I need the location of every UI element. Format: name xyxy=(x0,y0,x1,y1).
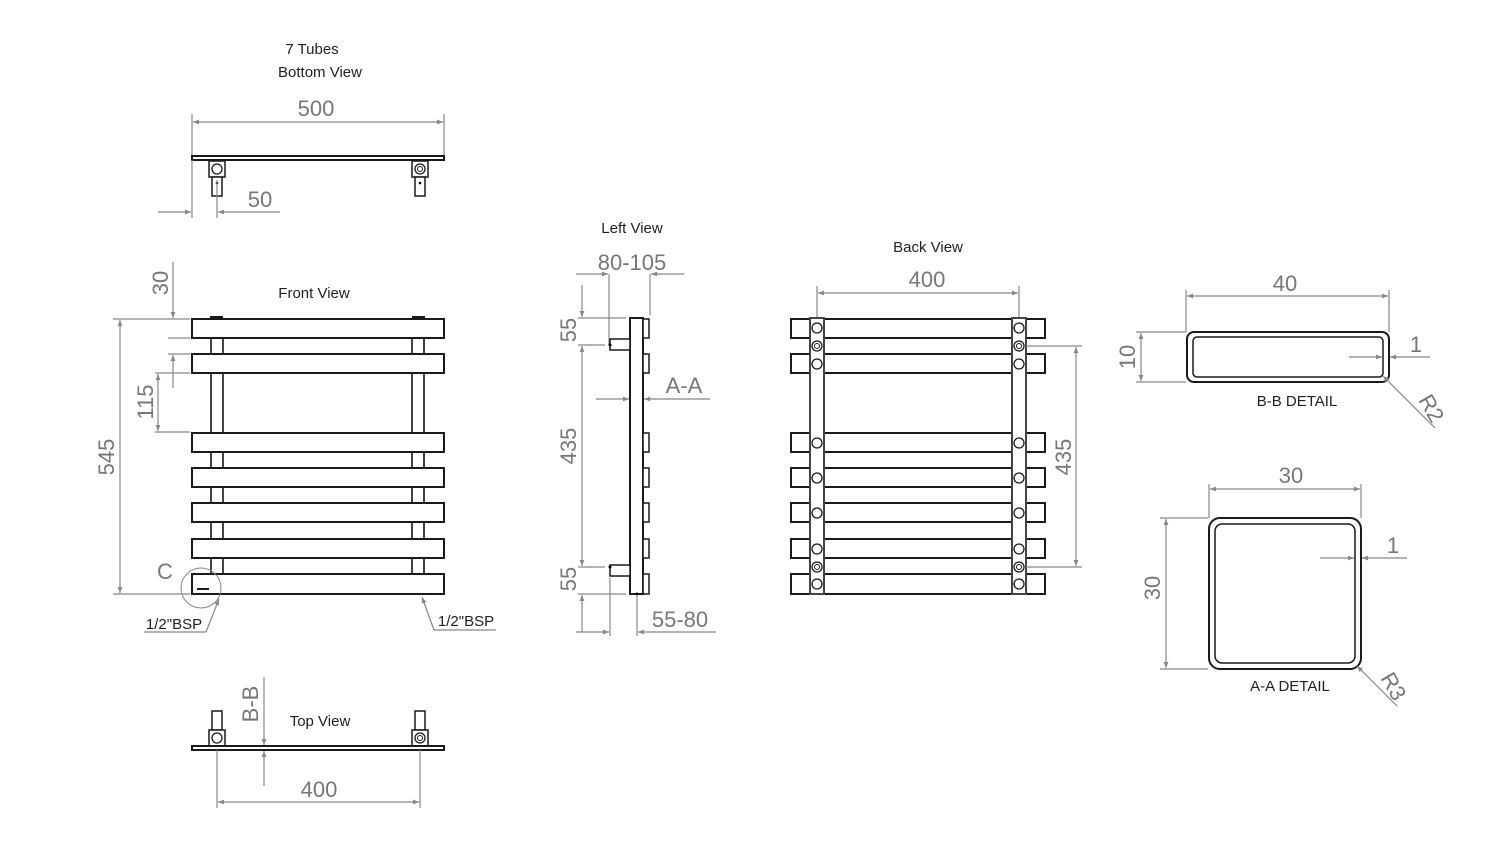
tube xyxy=(191,318,445,339)
left-bottom-offset-dim: 55 xyxy=(556,567,581,591)
front-spacing-dim: 115 xyxy=(133,384,158,419)
front-view-title: Front View xyxy=(278,285,350,302)
back-centres-dim: 435 xyxy=(1051,439,1076,476)
top-width-dim: 400 xyxy=(301,777,338,802)
left-centres-dim: 435 xyxy=(556,428,581,465)
detail-c-marker: C xyxy=(157,559,173,584)
bottom-offset-dim: 50 xyxy=(248,187,272,212)
left-wall-depth-dim: 55-80 xyxy=(652,607,708,632)
front-height-dim: 545 xyxy=(94,439,119,476)
left-view-title: Left View xyxy=(601,220,663,237)
bb-wall-dim: 1 xyxy=(1410,332,1422,357)
bottom-view: 7 Tubes Bottom View 500 50 xyxy=(158,41,445,218)
tube xyxy=(191,538,445,559)
aa-height-dim: 30 xyxy=(1140,576,1165,600)
bb-detail-title: B-B DETAIL xyxy=(1257,393,1338,410)
bb-detail: 40 10 1 R2 B-B DETAIL xyxy=(1115,271,1450,429)
tube xyxy=(191,353,445,374)
bsp-label-right: 1/2"BSP xyxy=(438,613,494,630)
bottom-width-dim: 500 xyxy=(298,96,335,121)
left-view: Left View 80-105 A-A 55 435 55 xyxy=(556,220,716,636)
back-width-dim: 400 xyxy=(909,267,946,292)
bottom-view-title: Bottom View xyxy=(278,64,362,81)
aa-detail-title: A-A DETAIL xyxy=(1250,678,1330,695)
tube xyxy=(191,502,445,523)
top-view-title: Top View xyxy=(290,713,351,730)
bb-radius-dim: R2 xyxy=(1414,390,1450,427)
section-aa-marker: A-A xyxy=(666,373,703,398)
left-depth-dim: 80-105 xyxy=(598,250,667,275)
tube xyxy=(191,432,445,453)
section-bb-marker: B-B xyxy=(238,686,263,723)
aa-width-dim: 30 xyxy=(1279,463,1303,488)
left-top-offset-dim: 55 xyxy=(556,318,581,342)
front-gap-dim: 30 xyxy=(148,271,173,295)
aa-detail: 30 30 1 R3 A-A DETAIL xyxy=(1140,463,1412,707)
back-view: Back View 400 435 xyxy=(790,239,1082,595)
aa-wall-dim: 1 xyxy=(1387,533,1399,558)
tube-count-label: 7 Tubes xyxy=(285,41,338,58)
tube xyxy=(191,467,445,488)
top-view: Top View B-B 400 xyxy=(191,677,445,808)
front-view: Front View 545 30 115 C xyxy=(94,262,496,633)
bb-width-dim: 40 xyxy=(1273,271,1297,296)
bb-height-dim: 10 xyxy=(1115,345,1140,369)
aa-radius-dim: R3 xyxy=(1376,668,1412,705)
back-view-title: Back View xyxy=(893,239,963,256)
tube xyxy=(191,573,445,595)
bsp-label-left: 1/2"BSP xyxy=(146,616,202,633)
